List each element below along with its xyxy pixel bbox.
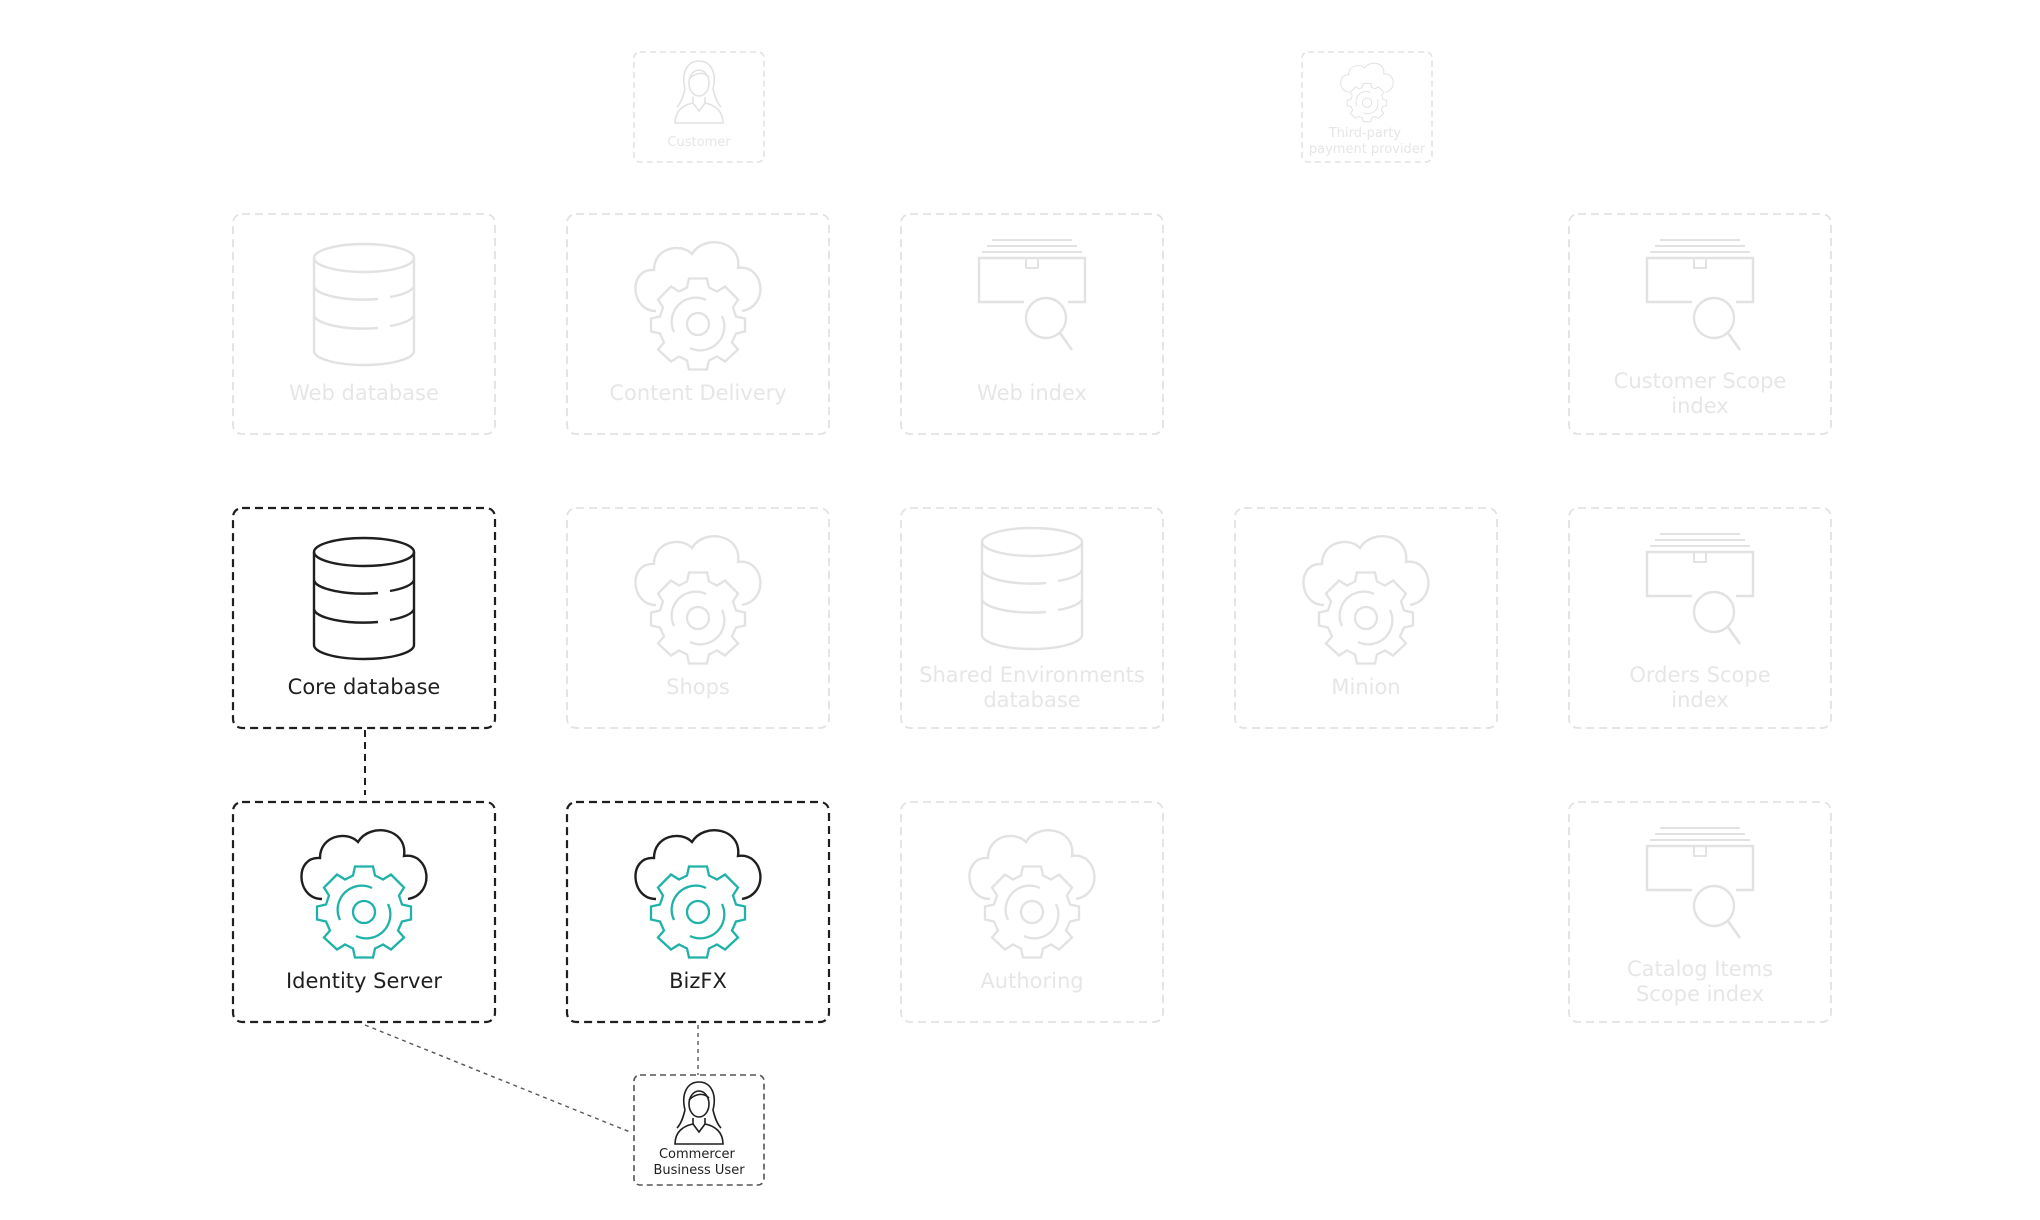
node-frame xyxy=(1301,51,1433,163)
cloud-gear-icon xyxy=(1302,535,1430,665)
node-frame xyxy=(1568,507,1832,729)
node-frame xyxy=(900,801,1164,1023)
cloud-gear-icon xyxy=(634,829,762,959)
node-label-line-2: database xyxy=(983,688,1080,712)
cloud-gear-icon xyxy=(1340,62,1394,123)
node-commercer-business-user[interactable]: Commercer Business User xyxy=(633,1074,765,1186)
node-label: Minion xyxy=(1331,675,1400,699)
node-frame xyxy=(1568,213,1832,435)
node-customer[interactable]: Customer xyxy=(633,51,765,163)
person-icon xyxy=(674,60,724,124)
node-label-line-1: Catalog Items xyxy=(1627,957,1773,981)
node-frame xyxy=(566,213,830,435)
node-label: Core database xyxy=(288,675,441,699)
cloud-gear-icon xyxy=(634,241,762,371)
node-frame xyxy=(633,51,765,163)
node-label: Content Delivery xyxy=(609,381,786,405)
node-label-line-2: payment provider xyxy=(1309,142,1426,157)
node-label: Third-party payment provider xyxy=(1309,126,1426,157)
node-shops[interactable]: Shops xyxy=(566,507,830,729)
node-label-line-2: index xyxy=(1671,394,1728,418)
node-label: Authoring xyxy=(980,969,1083,993)
search-index-icon xyxy=(1645,238,1755,352)
node-label-line-2: index xyxy=(1671,688,1728,712)
node-label: Identity Server xyxy=(286,969,442,993)
node-label: Shops xyxy=(666,675,730,699)
node-label: Web index xyxy=(977,381,1087,405)
node-frame xyxy=(633,1074,765,1186)
database-icon xyxy=(312,242,416,367)
node-label-line-1: Web index xyxy=(977,381,1087,405)
node-frame xyxy=(1234,507,1498,729)
node-core-db[interactable]: Core database xyxy=(231,506,497,730)
node-frame xyxy=(1568,801,1832,1023)
edge-identity-server-to-business-user xyxy=(364,1024,631,1133)
cloud-gear-icon xyxy=(968,829,1096,959)
node-label-line-1: Customer xyxy=(667,135,731,150)
node-label-line-1: Shared Environments xyxy=(919,663,1145,687)
node-frame xyxy=(232,213,496,435)
node-label: Commercer Business User xyxy=(653,1147,745,1178)
node-web-index[interactable]: Web index xyxy=(900,213,1164,435)
node-label-line-1: Orders Scope xyxy=(1629,663,1770,687)
database-icon xyxy=(312,536,416,661)
node-label-line-1: Third-party xyxy=(1328,126,1402,141)
node-label-line-2: Business User xyxy=(653,1163,745,1178)
node-web-db[interactable]: Web database xyxy=(232,213,496,435)
node-label-line-1: Web database xyxy=(289,381,439,405)
node-frame xyxy=(231,800,497,1024)
connections xyxy=(364,730,699,1133)
node-label: BizFX xyxy=(669,969,727,993)
node-bizfx[interactable]: BizFX xyxy=(565,800,831,1024)
node-frame xyxy=(900,507,1164,729)
search-index-icon xyxy=(1645,826,1755,940)
node-authoring[interactable]: Authoring xyxy=(900,801,1164,1023)
node-label: Customer xyxy=(667,135,731,150)
cloud-gear-icon xyxy=(634,535,762,665)
node-frame xyxy=(900,213,1164,435)
node-identity-server[interactable]: Identity Server xyxy=(231,800,497,1024)
node-label-line-1: Identity Server xyxy=(286,969,442,993)
node-minion[interactable]: Minion xyxy=(1234,507,1498,729)
node-frame xyxy=(566,507,830,729)
node-label-line-1: Commercer xyxy=(659,1147,736,1162)
node-label-line-1: Customer Scope xyxy=(1614,369,1787,393)
node-frame xyxy=(231,506,497,730)
node-label-line-1: BizFX xyxy=(669,969,727,993)
database-icon xyxy=(980,526,1084,651)
node-third-party-payment-provider[interactable]: Third-party payment provider xyxy=(1301,51,1433,163)
node-label-line-1: Shops xyxy=(666,675,730,699)
cloud-gear-icon xyxy=(300,829,428,959)
search-index-icon xyxy=(1645,532,1755,646)
node-content-delivery[interactable]: Content Delivery xyxy=(566,213,830,435)
node-label: Web database xyxy=(289,381,439,405)
node-label-line-1: Minion xyxy=(1331,675,1400,699)
node-label-line-1: Content Delivery xyxy=(609,381,786,405)
search-index-icon xyxy=(977,238,1087,352)
node-label-line-1: Authoring xyxy=(980,969,1083,993)
node-label-line-1: Core database xyxy=(288,675,441,699)
person-icon xyxy=(674,1081,724,1145)
node-frame xyxy=(565,800,831,1024)
node-label-line-2: Scope index xyxy=(1636,982,1764,1006)
